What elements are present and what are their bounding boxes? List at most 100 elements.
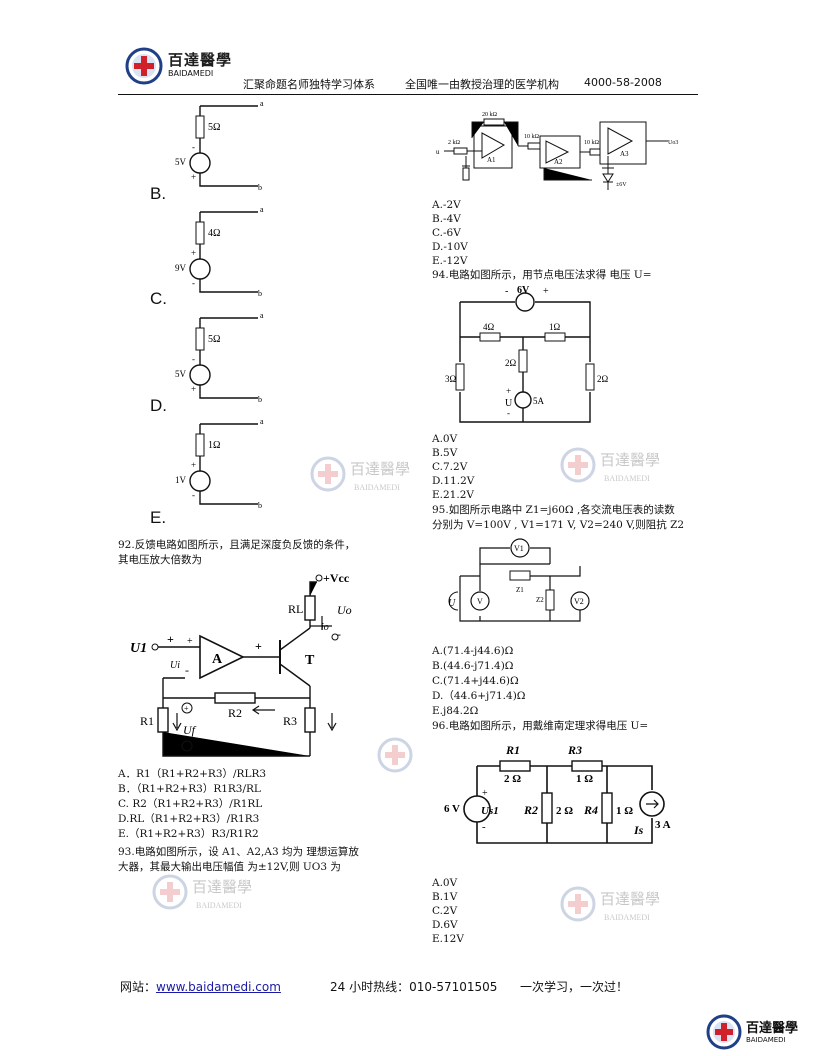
svg-text:+: + (167, 632, 174, 646)
vcc-label: +Vcc (323, 571, 350, 585)
source-value: 9V (175, 263, 187, 273)
opamp-label: A (212, 652, 223, 667)
q96-option-b: B.1V (432, 891, 458, 903)
footer-logo: 百達醫學 BAIDAMEDI (706, 1012, 812, 1052)
r3-label: R3 (567, 743, 582, 757)
z1-label: Z1 (516, 586, 524, 594)
r2b-label: 2Ω (597, 374, 609, 384)
footer: 网站：www.baidamedi.com (120, 978, 281, 995)
q96-option-d: D.6V (432, 919, 458, 931)
us-value: 6 V (444, 803, 460, 815)
svg-text:+: + (191, 384, 196, 394)
svg-text:+: + (543, 286, 549, 297)
footer-hotline: 24 小时热线：010-57101505 (330, 980, 498, 994)
svg-text:-: - (192, 490, 195, 500)
source-value: 5V (175, 157, 187, 167)
resistor-value: 4Ω (208, 228, 220, 239)
resistor-value: 1Ω (208, 440, 220, 451)
svg-text:百達醫學: 百達醫學 (600, 451, 660, 469)
q93-circuit: A1 2 kΩ u 20 kΩ 10 kΩ A2 10 kΩ A3 Uo3 ±6… (436, 112, 678, 190)
option-d-circuit: a b 5Ω 5V -+ (175, 311, 264, 404)
svg-text:BAIDAMEDI: BAIDAMEDI (604, 474, 650, 483)
q95-option-b: B.(44.6-j71.4)Ω (432, 660, 514, 672)
q95-option-d: D.（44.6+j71.4)Ω (432, 690, 526, 702)
q95-option-e: E.j84.2Ω (432, 705, 479, 717)
header-slogan-1: 汇聚命题名师独特学习体系 (243, 78, 375, 91)
terminal-b: b (258, 501, 262, 510)
q95-text-1: 95.如图所示电路中 Z1=j60Ω ,各交流电压表的读数 (432, 504, 675, 516)
svg-text:+: + (191, 248, 196, 258)
transistor-label: T (305, 653, 315, 668)
q95-option-c: C.(71.4+j44.6)Ω (432, 675, 519, 687)
u1-label: U1 (130, 641, 147, 656)
uo3-label: Uo3 (668, 140, 678, 146)
svg-text:百達醫學: 百達醫學 (350, 460, 410, 478)
terminal-b: b (258, 289, 262, 298)
q96-circuit: R1 2 Ω R3 1 Ω Us1 6 V +- R2 2 Ω R4 1 Ω I… (444, 743, 671, 844)
a1-label: A1 (487, 156, 496, 164)
q96-option-c: C.2V (432, 905, 458, 917)
r4-label: 10 kΩ (584, 140, 600, 146)
source-value: 1V (175, 475, 187, 485)
q95-option-a: A.(71.4-j44.6)Ω (432, 645, 514, 657)
svg-text:-: - (482, 821, 486, 833)
resistor-value: 5Ω (208, 122, 220, 133)
svg-text:+: + (184, 704, 189, 713)
a2-label: A2 (554, 158, 563, 166)
q95-circuit: V1 Z1 V Z2 V2 U (448, 538, 590, 622)
uf-label: Uf (183, 723, 197, 737)
q94-text: 94.电路如图所示，用节点电压法求得 电压 U= (432, 269, 652, 281)
q94-option-c: C.7.2V (432, 461, 468, 473)
io-label: io (321, 622, 329, 633)
footer-site-label: 网站： (120, 980, 157, 994)
r1-label: 1Ω (549, 322, 561, 332)
q92-option-e: E.（R1+R2+R3）R3/R1R2 (118, 828, 259, 840)
logo-sub: BAIDAMEDI (746, 1036, 786, 1044)
isrc-label: 5A (533, 396, 545, 406)
q94-option-e: E.21.2V (432, 489, 474, 501)
q96-option-a: A.0V (432, 877, 458, 889)
svg-text:百達醫學: 百達醫學 (192, 878, 252, 896)
svg-text:BAIDAMEDI: BAIDAMEDI (354, 483, 400, 492)
logo-name: 百達醫學 (168, 51, 233, 69)
watermark (375, 735, 435, 783)
svg-text:百達醫學: 百達醫學 (600, 890, 660, 908)
terminal-a: a (260, 99, 264, 108)
svg-text:-: - (192, 354, 195, 364)
v-label: V (477, 597, 483, 606)
svg-text:-: - (185, 742, 188, 751)
r1-label: R1 (505, 743, 520, 757)
r4-label: R4 (583, 803, 598, 817)
z2-label: Z2 (536, 596, 544, 604)
r3-label: R3 (283, 714, 297, 728)
svg-text:-: - (192, 278, 195, 288)
watermark: 百達醫學 BAIDAMEDI (558, 445, 678, 493)
r1-label: R1 (140, 714, 154, 728)
q93-text-2: 大器，其最大输出电压幅值 为±12V,则 UO3 为 (118, 861, 341, 873)
q96-option-e: E.12V (432, 933, 464, 945)
option-c-circuit: a b 4Ω 9V +- (175, 205, 264, 298)
r3-label: 3Ω (445, 374, 457, 384)
r1-label: 2 kΩ (448, 140, 461, 146)
logo-name: 百達醫學 (746, 1021, 799, 1036)
terminal-a: a (260, 417, 264, 426)
resistor-value: 5Ω (208, 334, 220, 345)
option-c-label: C. (150, 289, 167, 308)
uo-label: Uo (337, 603, 352, 617)
option-b-circuit: a b 5Ω 5V -+ (175, 99, 264, 192)
header-slogan-2: 全国唯一由教授治理的医学机构 (405, 78, 559, 91)
q93-option-c: C.-6V (432, 227, 461, 239)
svg-text:-: - (505, 286, 508, 297)
terminal-b: b (258, 183, 262, 192)
terminal-b: b (258, 395, 262, 404)
q93-option-d: D.-10V (432, 241, 468, 253)
logo-sub: BAIDAMEDI (168, 69, 214, 78)
q92-option-c: C. R2（R1+R2+R3）/R1RL (118, 798, 263, 810)
q94-option-b: B.5V (432, 447, 458, 459)
footer-site-link[interactable]: www.baidamedi.com (156, 980, 281, 994)
svg-text:u: u (436, 148, 440, 156)
option-e-label: E. (150, 508, 167, 527)
us-label: Us1 (481, 805, 499, 817)
q92-option-b: B．（R1+R2+R3）R1R3/RL (118, 783, 261, 795)
